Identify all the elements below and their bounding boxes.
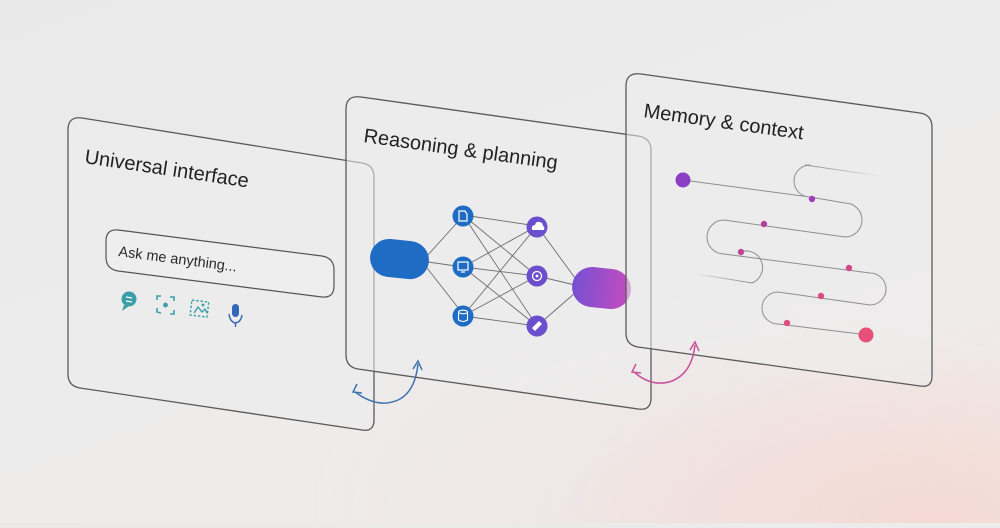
arrow-interface-to-reasoning [351, 359, 423, 404]
image-select-icon[interactable] [189, 299, 210, 318]
panel-reasoning-planning: Reasoning & planning [345, 96, 652, 410]
memory-end-node [858, 327, 874, 343]
hidden-node-1 [452, 205, 474, 227]
hidden-node-2 [452, 256, 474, 278]
hidden-node-5 [526, 265, 548, 287]
network-edges [426, 214, 576, 327]
hidden-node-4 [526, 216, 548, 238]
memory-point-3 [737, 248, 745, 256]
network-input-node [370, 238, 429, 280]
memory-point-1 [808, 195, 816, 203]
panel-memory-context-frame [625, 73, 933, 387]
chat-input-box[interactable] [105, 229, 335, 298]
panel-universal-interface: Universal interface Ask me anything... [67, 117, 375, 431]
memory-point-6 [783, 319, 791, 327]
memory-start-node [675, 172, 691, 188]
network-output-node [572, 267, 631, 310]
memory-point-5 [817, 292, 825, 300]
scan-icon[interactable] [156, 295, 175, 315]
memory-point-4 [845, 264, 853, 272]
chat-icon[interactable] [121, 291, 137, 312]
microphone-icon[interactable] [228, 304, 243, 327]
memory-point-2 [760, 220, 768, 228]
chat-input[interactable]: Ask me anything... [105, 229, 335, 298]
panel-memory-context: Memory & context [625, 73, 933, 387]
arrow-reasoning-to-memory [630, 340, 700, 384]
hidden-node-3 [452, 305, 474, 327]
memory-timeline [682, 164, 887, 336]
hidden-node-6 [526, 315, 548, 337]
